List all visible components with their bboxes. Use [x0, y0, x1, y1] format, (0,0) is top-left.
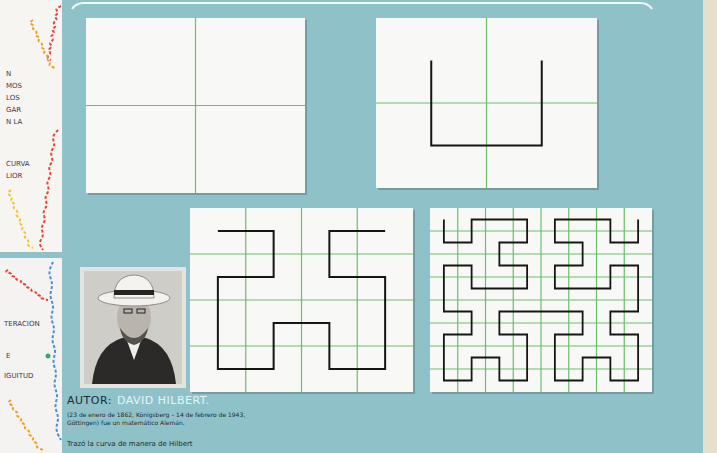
- fragment-text: TERACION: [4, 320, 40, 328]
- glasses: [124, 309, 132, 313]
- portrait: [80, 267, 186, 388]
- hilbert-curve: [218, 231, 385, 369]
- fragment-text: LOS: [6, 94, 20, 102]
- hilbert-curve: [431, 61, 542, 146]
- author-heading: AUTOR:: [67, 394, 112, 407]
- fragment-text: IGUITUD: [4, 372, 33, 380]
- grid-line: [430, 299, 652, 300]
- photo-frame: [80, 267, 186, 388]
- grid-line: [190, 299, 413, 300]
- fragment-text: CURVA: [6, 160, 30, 168]
- squiggle: [49, 262, 61, 440]
- photo-ground: [84, 271, 182, 384]
- squiggle: [48, 6, 61, 60]
- glasses: [137, 309, 145, 313]
- fragment-text: E: [6, 352, 10, 360]
- curve-panel: [190, 208, 415, 394]
- grid-line: [596, 208, 597, 392]
- grid-line: [376, 102, 597, 103]
- squiggle: [30, 20, 55, 68]
- curve-panel: [430, 208, 654, 394]
- bracket: [72, 3, 652, 9]
- author-name: DAVID HILBERT.: [117, 394, 210, 407]
- hilbert-curve: [444, 220, 638, 381]
- decoration: [6, 6, 61, 450]
- author-bio: (23 de enero de 1862, Königsberg – 14 de…: [67, 411, 267, 427]
- beard: [120, 328, 148, 345]
- fragment-text: GAR: [6, 106, 21, 114]
- grid-line: [430, 345, 652, 346]
- left-paper: [0, 0, 62, 252]
- panel-sheet: [86, 18, 305, 193]
- wall: [703, 0, 717, 453]
- fragment-text: LIOR: [6, 172, 22, 180]
- grid-line: [357, 208, 358, 392]
- grid-line: [430, 368, 652, 369]
- grid-line: [190, 345, 413, 346]
- grid-line: [568, 208, 569, 392]
- squiggle: [8, 190, 33, 248]
- fragment-text: N: [6, 70, 11, 78]
- panel-sheet: [430, 208, 652, 392]
- grid-line: [430, 322, 652, 323]
- squiggle: [9, 400, 43, 450]
- hat-crown: [114, 275, 154, 298]
- curve-panel: [376, 18, 599, 190]
- grid-line: [86, 105, 305, 106]
- fragment-text: MOS: [6, 82, 22, 90]
- panel-sheet: [376, 18, 597, 188]
- panel-sheet: [190, 208, 413, 392]
- squiggle: [40, 130, 58, 250]
- author-note: Trazó la curva de manera de Hilbert: [67, 440, 193, 448]
- left-paper: [0, 258, 62, 453]
- grid-line: [624, 208, 625, 392]
- squiggle: [6, 270, 48, 300]
- hat-band: [114, 290, 154, 295]
- curve-panel: [86, 18, 307, 195]
- dot: [46, 354, 51, 359]
- fragment-text: N LA: [6, 118, 22, 126]
